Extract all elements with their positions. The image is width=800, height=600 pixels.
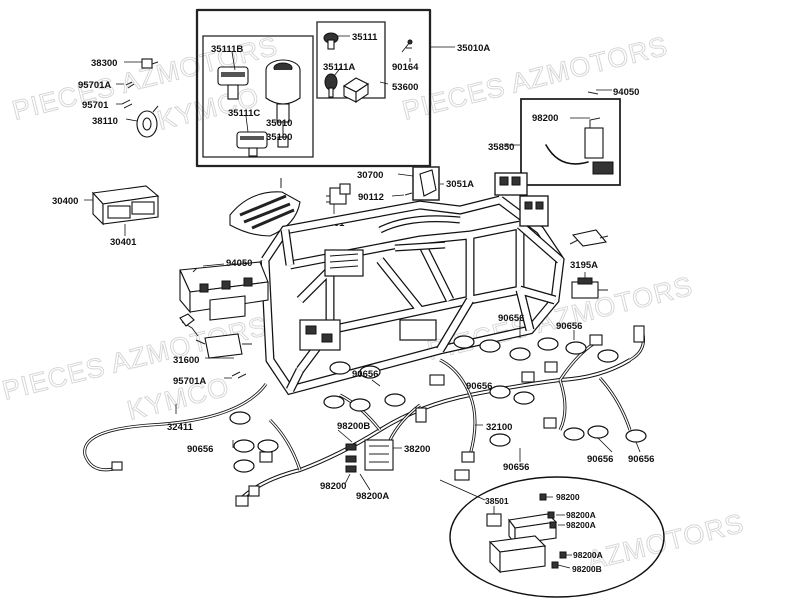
part-label: 90656 — [466, 381, 492, 392]
part-label: 30400 — [52, 196, 78, 207]
part-label: 31600 — [173, 355, 199, 366]
ignition-switch-group: 35111B 35111C 35111 35111A 90164 53600 3… — [195, 8, 490, 168]
part-label: 30401 — [110, 237, 137, 248]
cover-part — [342, 77, 370, 104]
vehicle-frame-part — [260, 172, 565, 396]
ignition-key-part — [217, 66, 249, 100]
part-label: 98200A — [573, 550, 603, 560]
part-label: 90656 — [187, 444, 213, 455]
part-label: 30700 — [357, 170, 383, 181]
part-label: 98200A — [356, 491, 389, 502]
part-label: 98200A — [566, 520, 596, 530]
ignition-key-part — [236, 131, 268, 157]
regulator-group: 3195A — [569, 229, 609, 299]
part-label: 95701A — [78, 80, 111, 91]
part-label: 38110 — [92, 116, 118, 127]
part-label: 38200 — [404, 444, 430, 455]
part-label: 35850 — [488, 142, 514, 153]
part-label: 32411 — [167, 422, 194, 433]
part-label: 38300 — [91, 58, 117, 69]
part-label: 98200 — [556, 492, 580, 502]
part-label: 98200B — [572, 564, 602, 574]
part-label: 3051A — [446, 179, 474, 190]
part-label: 90656 — [498, 313, 524, 324]
relay-bracket-group: 30700 3051A 90112 — [357, 166, 474, 203]
part-label: 35111C — [228, 108, 260, 119]
cover-panel-part — [229, 178, 301, 237]
part-label: 3195A — [570, 260, 598, 271]
fuse-box-detail-inset: 38501 98200 98200A 98200A 98200A 98200B — [439, 476, 665, 598]
part-label: 90656 — [352, 369, 378, 380]
cdi-unit-group: 31600 95701A — [173, 313, 252, 387]
part-label: 95701 — [82, 100, 109, 111]
main-wiring-harness-part: 32100 98200B 38200 98200 98200A — [235, 325, 645, 507]
part-label: 90656 — [628, 454, 654, 465]
part-label: 35010A — [457, 43, 490, 54]
watermark-text: AZMOTORS — [584, 508, 747, 576]
part-label: 53600 — [392, 82, 418, 93]
part-label: 95701A — [173, 376, 206, 387]
part-label: 35100 — [266, 132, 292, 143]
part-label: 90656 — [556, 321, 582, 332]
part-label: 90164 — [392, 62, 419, 73]
watermark-text: PIECES AZMOTORS — [399, 31, 671, 126]
screw-part — [401, 39, 413, 53]
part-label: 35111B — [211, 44, 243, 55]
part-label: 35111A — [323, 62, 355, 73]
horn-parts-group: 38300 95701A 95701 38110 — [78, 58, 159, 138]
lead-wire-part: 32411 — [83, 383, 268, 472]
part-label: 98200 — [532, 113, 558, 124]
part-label: 90656 — [503, 462, 529, 473]
part-label: 90112 — [358, 192, 384, 203]
part-label: 98200 — [320, 481, 346, 492]
part-label: 32100 — [486, 422, 512, 433]
part-label: 38501 — [485, 496, 509, 506]
cable-band-group: 90656 90656 90656 90656 90656 90656 9065… — [187, 313, 654, 473]
part-label: 98200B — [337, 421, 370, 432]
ignition-switch-part — [265, 59, 301, 148]
sub-harness-group: 98200 35850 94050 — [488, 87, 639, 186]
front-bracket-part: 94050 — [179, 258, 269, 321]
cap-part — [323, 32, 339, 50]
part-label: 90656 — [587, 454, 613, 465]
part-label: 35111 — [352, 32, 378, 43]
fuse-box-group: 30400 30401 — [52, 185, 160, 248]
cap-part — [324, 73, 338, 98]
part-label: 94050 — [613, 87, 639, 98]
part-label: 94050 — [226, 258, 252, 269]
part-label: 98200A — [566, 510, 596, 520]
part-label: 35010 — [266, 118, 292, 129]
